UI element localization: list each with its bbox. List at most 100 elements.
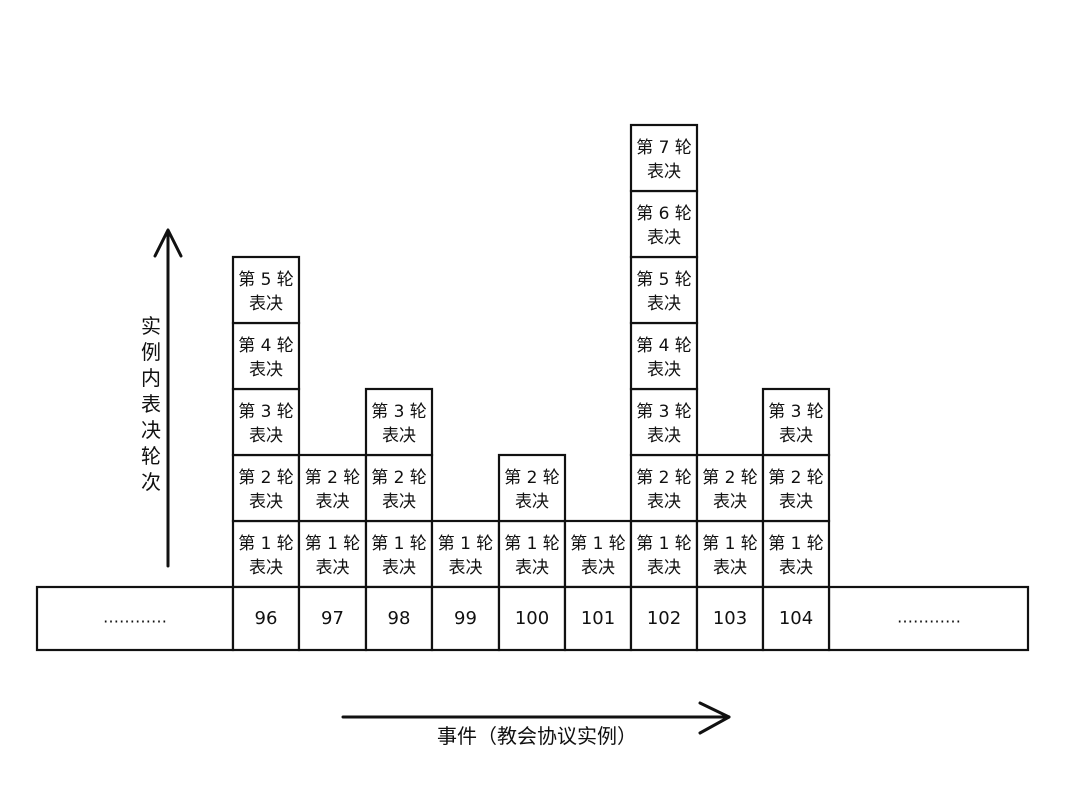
round-number-label: 第 1 轮 (570, 534, 626, 554)
x-axis-label: 事件（教会协议实例） (437, 724, 637, 748)
vote-label: 表决 (713, 492, 747, 512)
ellipsis-left: ………… (103, 608, 167, 627)
round-number-label: 第 1 轮 (636, 534, 692, 554)
round-number-label: 第 3 轮 (768, 402, 824, 422)
round-number-label: 第 5 轮 (238, 270, 294, 290)
vote-label: 表决 (249, 558, 283, 578)
vote-label: 表决 (779, 492, 813, 512)
event-cell (297, 585, 368, 652)
event-number: 102 (647, 608, 681, 629)
event-number: 96 (255, 608, 278, 629)
y-axis-label-char: 轮 (141, 444, 161, 468)
round-number-label: 第 1 轮 (438, 534, 494, 554)
y-axis-label-char: 表 (141, 392, 161, 416)
round-stack-101: 第 1 轮表决 (563, 519, 633, 589)
vote-label: 表决 (249, 360, 283, 380)
round-number-label: 第 1 轮 (768, 534, 824, 554)
round-cell (629, 189, 699, 259)
event-number: 104 (779, 608, 813, 629)
y-axis-arrow (153, 228, 183, 568)
round-cell (297, 519, 368, 589)
y-axis-label-char: 例 (141, 340, 161, 364)
round-number-label: 第 3 轮 (636, 402, 692, 422)
event-cell (430, 585, 501, 652)
event-row-left-cell (35, 585, 235, 652)
event-number: 98 (388, 608, 411, 629)
vote-label: 表决 (382, 558, 416, 578)
round-cell (629, 255, 699, 325)
round-number-label: 第 2 轮 (768, 468, 824, 488)
vote-label: 表决 (647, 294, 681, 314)
round-number-label: 第 1 轮 (371, 534, 427, 554)
round-cell (761, 453, 831, 523)
round-number-label: 第 2 轮 (636, 468, 692, 488)
round-number-label: 第 4 轮 (238, 336, 294, 356)
round-number-label: 第 6 轮 (636, 204, 692, 224)
round-cell (364, 453, 434, 523)
round-number-label: 第 3 轮 (238, 402, 294, 422)
event-number: 100 (515, 608, 549, 629)
round-cell (629, 519, 699, 589)
y-axis-label-char: 次 (141, 470, 161, 494)
round-number-label: 第 1 轮 (504, 534, 560, 554)
round-cell (629, 321, 699, 391)
round-cell (629, 123, 699, 193)
vote-label: 表决 (382, 426, 416, 446)
event-cell (497, 585, 567, 652)
round-cell (297, 453, 368, 523)
round-cell (364, 387, 434, 457)
round-number-label: 第 2 轮 (305, 468, 361, 488)
round-number-label: 第 2 轮 (371, 468, 427, 488)
event-number: 99 (454, 608, 477, 629)
vote-label: 表决 (382, 492, 416, 512)
round-cell (231, 321, 301, 391)
round-number-label: 第 2 轮 (504, 468, 560, 488)
ellipsis-right: ………… (897, 608, 961, 627)
event-number: 103 (713, 608, 747, 629)
round-number-label: 第 4 轮 (636, 336, 692, 356)
round-cell (695, 453, 765, 523)
y-axis-label-char: 实 (141, 314, 161, 338)
round-stack-99: 第 1 轮表决 (430, 519, 501, 589)
y-axis-label-char: 内 (141, 366, 161, 390)
round-cell (629, 387, 699, 457)
event-cell (364, 585, 434, 652)
vote-label: 表决 (647, 360, 681, 380)
vote-label: 表决 (316, 558, 350, 578)
event-number: 101 (581, 608, 615, 629)
round-number-label: 第 7 轮 (636, 138, 692, 158)
vote-label: 表决 (647, 492, 681, 512)
round-cell (761, 519, 831, 589)
vote-label: 表决 (249, 492, 283, 512)
round-cell (761, 387, 831, 457)
round-cell (231, 255, 301, 325)
vote-label: 表决 (249, 294, 283, 314)
round-cell (497, 453, 567, 523)
vote-label: 表决 (515, 558, 549, 578)
round-cell (563, 519, 633, 589)
vote-label: 表决 (249, 426, 283, 446)
event-row-right-cell (827, 585, 1030, 652)
round-number-label: 第 5 轮 (636, 270, 692, 290)
round-number-label: 第 3 轮 (371, 402, 427, 422)
vote-label: 表决 (713, 558, 747, 578)
vote-label: 表决 (515, 492, 549, 512)
vote-label: 表决 (647, 228, 681, 248)
vote-label: 表决 (581, 558, 615, 578)
vote-label: 表决 (449, 558, 483, 578)
round-cell (695, 519, 765, 589)
round-cell (629, 453, 699, 523)
vote-label: 表决 (647, 426, 681, 446)
round-number-label: 第 1 轮 (702, 534, 758, 554)
